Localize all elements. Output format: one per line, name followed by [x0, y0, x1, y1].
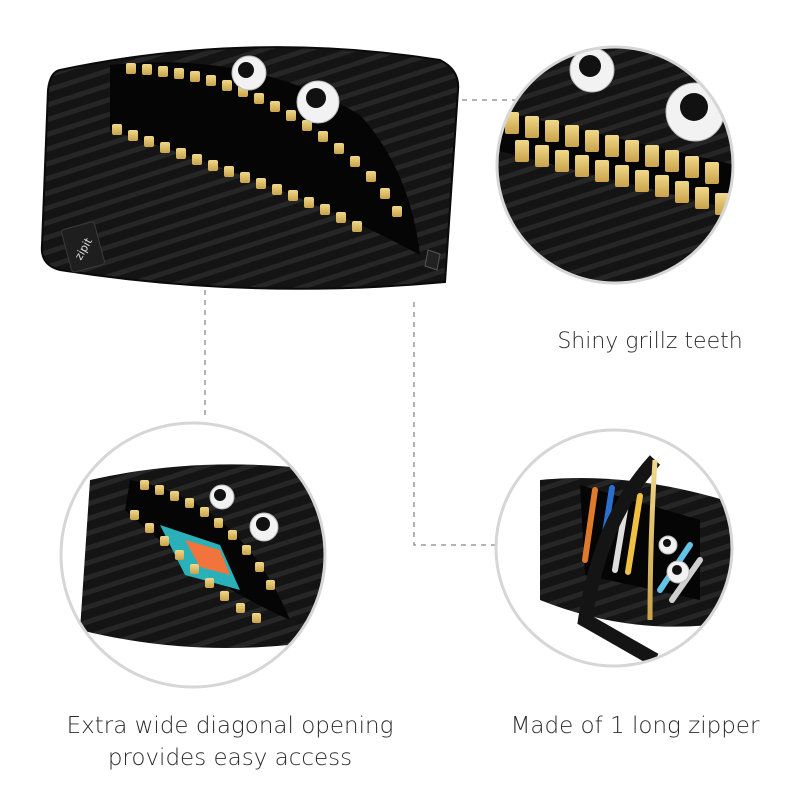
googly-eye-icon [231, 55, 340, 124]
opening-caption-line2: provides easy access [107, 745, 353, 771]
opening-caption-line1: Extra wide diagonal opening [66, 713, 394, 739]
main-pouch: zipit [40, 46, 460, 290]
teeth-closeup-circle [495, 45, 735, 285]
brand-label: zipit [61, 221, 105, 273]
zipper-closeup-circle [494, 428, 734, 668]
connector-zipper [413, 302, 495, 546]
teeth-caption: Shiny grillz teeth [557, 329, 743, 354]
opening-caption: Extra wide diagonal opening provides eas… [20, 710, 440, 774]
zipper-teeth-icon [126, 63, 402, 217]
opening-closeup-circle [59, 421, 327, 689]
zipper-caption: Made of 1 long zipper [510, 713, 760, 739]
